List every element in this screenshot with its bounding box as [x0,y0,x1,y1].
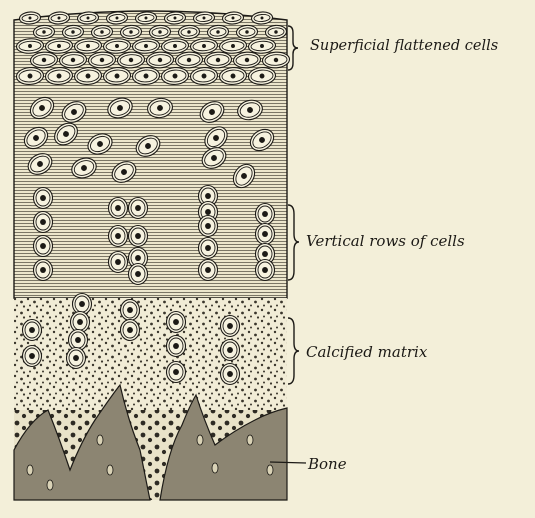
calcified-cell [121,320,140,341]
row-cell [256,260,275,281]
calcified-cell [167,312,186,333]
label-superficial-flattened-cells: Superficial flattened cells [310,39,498,54]
calcified-cell [221,316,240,337]
calcified-cell [67,348,86,369]
calcified-cell [23,346,42,367]
calcified-zone [14,298,287,410]
row-cell [109,252,128,273]
row-cell [129,198,148,219]
row-cell [34,260,53,281]
bone-lacuna [212,463,218,473]
bone-lacuna [107,465,113,475]
calcified-cell [221,340,240,361]
calcified-cell [167,362,186,383]
row-cell [199,216,218,237]
row-cell [109,226,128,247]
row-cell [256,204,275,225]
calcified-cell [167,336,186,357]
bone-lacuna [267,465,273,475]
brace-vertical [288,205,299,280]
label-calcified-matrix: Calcified matrix [306,345,427,360]
row-cell [199,260,218,281]
row-cell [34,212,53,233]
brace-calcified [288,318,299,384]
label-vertical-rows-of-cells: Vertical rows of cells [306,234,465,249]
bone-lacuna [247,435,253,445]
calcified-cell [221,364,240,385]
row-cell [129,226,148,247]
row-cell [34,236,53,257]
bone-lacuna [197,435,203,445]
row-cell [34,188,53,209]
calcified-cell [23,320,42,341]
row-cell [199,238,218,259]
brace-superficial [288,26,298,70]
row-cell [129,264,148,285]
label-bone: Bone [308,457,347,472]
row-cell [256,224,275,245]
row-cell [109,198,128,219]
calcified-cell [121,300,140,321]
bone-lacuna [47,480,53,490]
bone-lacuna [97,435,103,445]
bone-lacuna [27,465,33,475]
